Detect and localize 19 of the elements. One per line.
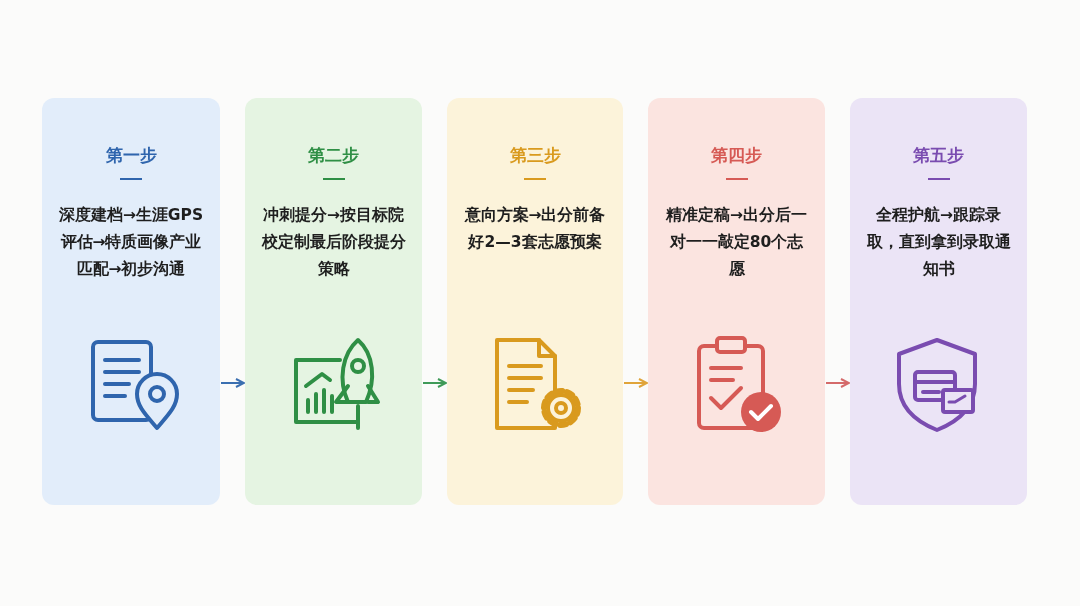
step-card: [447, 98, 623, 505]
step-heading: 第二步: [307, 144, 360, 167]
step-description: 意向方案→出分前备好2—3套志愿预案: [463, 205, 607, 253]
step-card: [648, 98, 825, 505]
step-card: [245, 98, 422, 505]
arrow: [422, 378, 447, 388]
step-card: [850, 98, 1027, 505]
step-description: 深度建档→生涯GPS评估→特质画像产业匹配→初步沟通: [57, 205, 205, 280]
step-heading: 第三步: [508, 144, 562, 167]
arrow: [220, 378, 245, 388]
step-heading: 第四步: [710, 144, 763, 167]
step-heading: 第五步: [912, 144, 965, 167]
step-heading: 第一步: [104, 144, 158, 167]
step-description: 全程护航→跟踪录取，直到拿到录取通知书: [865, 205, 1012, 280]
step-card: [42, 98, 220, 505]
step-description: 精准定稿→出分后一对一一敲定80个志愿: [665, 205, 808, 280]
arrow: [623, 378, 648, 388]
arrow: [825, 378, 850, 388]
step-description: 冲刺提分→按目标院校定制最后阶段提分策略: [260, 205, 407, 280]
